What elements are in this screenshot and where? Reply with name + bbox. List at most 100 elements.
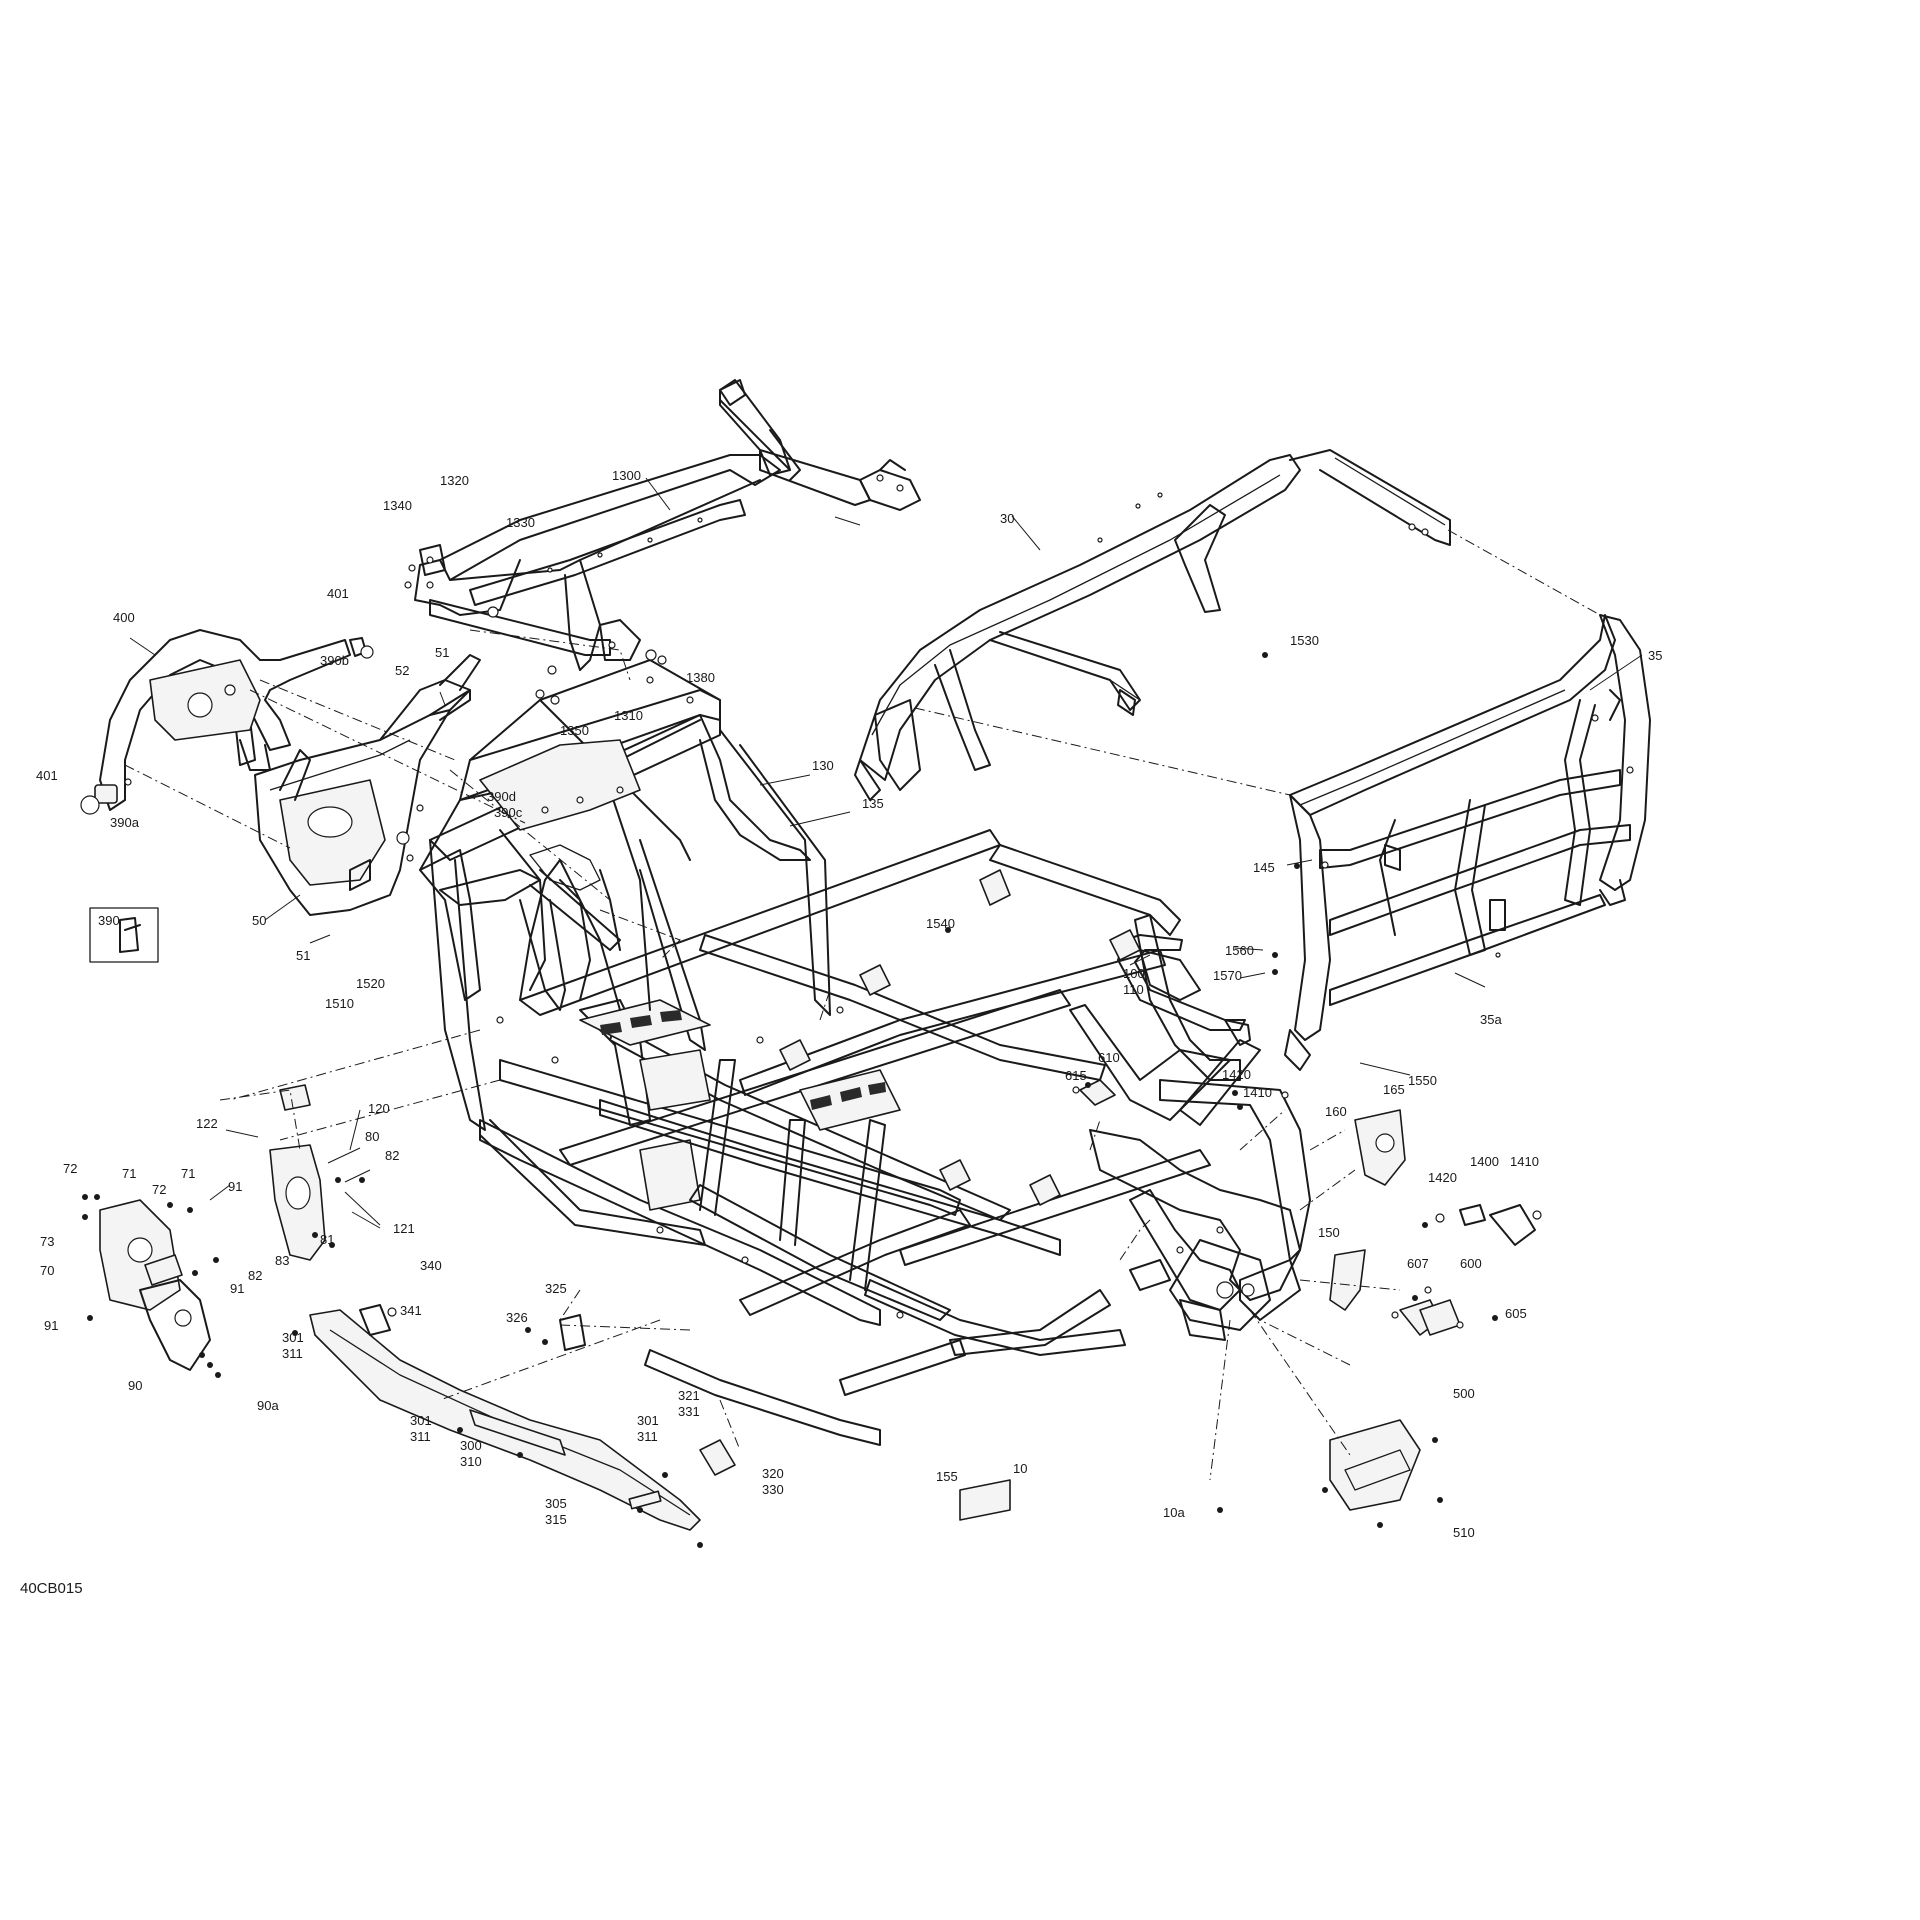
callout-71-left: 71: [122, 1166, 136, 1181]
callout-150: 150: [1318, 1225, 1340, 1240]
callout-610: 610: [1098, 1050, 1120, 1065]
callout-83: 83: [275, 1253, 289, 1268]
callout-145: 145: [1253, 860, 1275, 875]
callout-510: 510: [1453, 1525, 1475, 1540]
callout-80: 80: [365, 1129, 379, 1144]
callout-390b: 390b: [320, 653, 349, 668]
callout-labels: 30 35 35a 1530 145 100 110 1560 1570 155…: [20, 468, 1662, 1597]
callout-326: 326: [506, 1310, 528, 1325]
right-rear-parts: [959, 1079, 1542, 1521]
callout-390c: 390c: [494, 805, 523, 820]
callout-50: 50: [252, 913, 266, 928]
callout-311-mid: 311: [410, 1429, 431, 1444]
callout-321: 321: [678, 1388, 700, 1403]
callout-82-top: 82: [385, 1148, 399, 1163]
front-support-50: [254, 654, 481, 916]
callout-315: 315: [545, 1512, 567, 1527]
callout-305: 305: [545, 1496, 567, 1511]
front-bulkhead: [419, 659, 721, 1011]
callout-600: 600: [1460, 1256, 1482, 1271]
callout-10: 10: [1013, 1461, 1027, 1476]
callout-390: 390: [98, 913, 120, 928]
rear-hitch: [1169, 1239, 1271, 1331]
callout-1300: 1300: [612, 468, 641, 483]
callout-311-right: 311: [637, 1429, 658, 1444]
callout-401-left: 401: [36, 768, 58, 783]
callout-301-right: 301: [637, 1413, 659, 1428]
callout-73: 73: [40, 1234, 54, 1249]
callout-1570: 1570: [1213, 968, 1242, 983]
callout-1330: 1330: [506, 515, 535, 530]
callout-110: 110: [1123, 982, 1144, 997]
callout-1400: 1400: [1470, 1154, 1499, 1169]
callout-30: 30: [1000, 511, 1014, 526]
rear-support-1300: [404, 379, 921, 705]
callout-35: 35: [1648, 648, 1662, 663]
callout-135: 135: [862, 796, 884, 811]
callout-72-left: 72: [63, 1161, 77, 1176]
callout-130: 130: [812, 758, 834, 773]
callout-91-mid: 91: [230, 1281, 244, 1296]
callout-1520: 1520: [356, 976, 385, 991]
explode-lines: [124, 529, 1601, 1481]
callout-90a: 90a: [257, 1398, 279, 1413]
callout-607: 607: [1407, 1256, 1429, 1271]
callout-1310: 1310: [614, 708, 643, 723]
callout-301-mid: 301: [410, 1413, 432, 1428]
callout-390d: 390d: [487, 789, 516, 804]
side-grab-bar: [1117, 934, 1251, 1046]
callout-1530: 1530: [1290, 633, 1319, 648]
callout-325: 325: [545, 1281, 567, 1296]
figure-code: 40CB015: [20, 1580, 83, 1597]
main-frame: [419, 714, 1311, 1446]
callout-155: 155: [936, 1469, 958, 1484]
callout-160: 160: [1325, 1104, 1347, 1119]
leader-lines: [129, 477, 1643, 1229]
callout-122: 122: [196, 1116, 218, 1131]
callout-1320: 1320: [440, 473, 469, 488]
inset-box-390: [89, 907, 159, 963]
callout-70: 70: [40, 1263, 54, 1278]
callout-401-top: 401: [327, 586, 349, 601]
callout-390a: 390a: [110, 815, 140, 830]
callout-165: 165: [1383, 1082, 1405, 1097]
callout-615: 615: [1065, 1068, 1087, 1083]
skid-plate: [309, 1309, 701, 1531]
roll-cage-rear: [1284, 614, 1651, 1071]
callout-1510: 1510: [325, 996, 354, 1011]
callout-1380: 1380: [686, 670, 715, 685]
callout-1550: 1550: [1408, 1073, 1437, 1088]
callout-320: 320: [762, 1466, 784, 1481]
callout-10a: 10a: [1163, 1505, 1185, 1520]
callout-52: 52: [395, 663, 409, 678]
callout-1350: 1350: [560, 723, 589, 738]
callout-311-left: 311: [282, 1346, 303, 1361]
fasteners: [82, 652, 1498, 1548]
callout-330: 330: [762, 1482, 784, 1497]
callout-341: 341: [400, 1303, 422, 1318]
callout-35a: 35a: [1480, 1012, 1502, 1027]
callout-120: 120: [368, 1101, 390, 1116]
callout-340: 340: [420, 1258, 442, 1273]
callout-310: 310: [460, 1454, 482, 1469]
callout-51-top: 51: [435, 645, 449, 660]
callout-1340: 1340: [383, 498, 412, 513]
callout-1420-right: 1420: [1428, 1170, 1457, 1185]
callout-400: 400: [113, 610, 135, 625]
callout-301-left: 301: [282, 1330, 304, 1345]
front-left-parts: [99, 1084, 736, 1476]
callout-1410-top: 1410: [1243, 1085, 1272, 1100]
front-bumper: [80, 629, 374, 815]
callout-1410-right: 1410: [1510, 1154, 1539, 1169]
callout-90: 90: [128, 1378, 142, 1393]
callout-121: 121: [393, 1221, 415, 1236]
callout-605: 605: [1505, 1306, 1527, 1321]
callout-1560: 1560: [1225, 943, 1254, 958]
callout-91-left: 91: [44, 1318, 58, 1333]
callout-300: 300: [460, 1438, 482, 1453]
callout-1420-top: 1420: [1222, 1067, 1251, 1082]
callout-71-right: 71: [181, 1166, 195, 1181]
roll-cage-front: [854, 449, 1451, 801]
callout-500: 500: [1453, 1386, 1475, 1401]
